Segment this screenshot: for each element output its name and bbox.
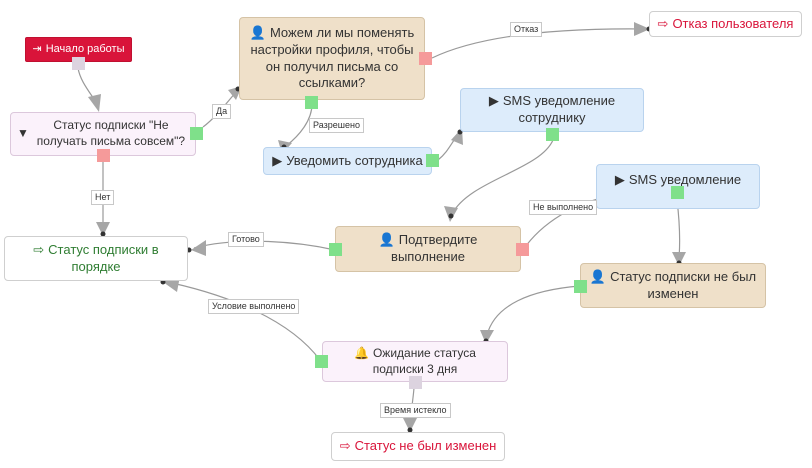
edge-label-allowed: Разрешено <box>309 118 364 133</box>
port-filter-yes[interactable] <box>190 127 203 140</box>
node-notify-employee[interactable]: ▶ Уведомить сотрудника <box>263 147 432 175</box>
edge-label-condition-met: Условие выполнено <box>208 299 300 314</box>
node-filter-label: Статус подписки "Не получать письма совс… <box>36 118 186 148</box>
edge-start-filter <box>77 67 101 112</box>
node-notify-label: Уведомить сотрудника <box>286 152 423 168</box>
edge-label-yes: Да <box>212 104 232 119</box>
sign-in-icon: ⇥ <box>32 43 42 56</box>
node-question-label: Можем ли мы поменять настройки профиля, … <box>250 24 415 91</box>
port-notify-out[interactable] <box>426 154 439 167</box>
port-question-yes[interactable] <box>305 96 318 109</box>
sign-out-icon: ⇨ <box>33 241 45 257</box>
edge-notify-sms1 <box>437 128 463 161</box>
node-ok-label: Статус подписки в порядке <box>48 241 159 274</box>
port-filter-no[interactable] <box>97 149 110 162</box>
edge-label-no: Нет <box>91 190 115 205</box>
port-wait-expired[interactable] <box>409 376 422 389</box>
port-confirm-notdone[interactable] <box>516 243 529 256</box>
sign-out-icon: ⇨ <box>657 15 669 31</box>
edge-label-time-expired: Время истекло <box>380 403 451 418</box>
play-icon: ▶ <box>614 172 625 187</box>
edge-label-refusal: Отказ <box>510 22 543 37</box>
edge-notchanged-wait <box>480 285 581 344</box>
port-question-no[interactable] <box>419 52 432 65</box>
node-wait-status[interactable]: 🔔Ожидание статуса подписки 3 дня <box>322 341 508 382</box>
port-sms2-out[interactable] <box>671 186 684 199</box>
node-start-label: Начало работы <box>45 43 125 56</box>
bell-icon: 🔔 <box>354 345 369 360</box>
node-confirm[interactable]: 👤Подтвердите выполнение <box>335 226 521 272</box>
play-icon: ▶ <box>272 152 283 168</box>
node-status-ok[interactable]: ⇨Статус подписки в порядке <box>4 236 188 281</box>
port-notchanged-out[interactable] <box>574 280 587 293</box>
node-sms1-label: SMS уведомление сотруднику <box>502 93 616 125</box>
node-reject[interactable]: ⇨ Отказ пользователя <box>649 11 802 37</box>
node-sms-employee[interactable]: ▶SMS уведомление сотруднику <box>460 88 644 132</box>
edge-label-not-done: Не выполнено <box>529 200 598 215</box>
sign-out-icon: ⇨ <box>339 438 351 454</box>
user-icon: 👤 <box>589 268 607 284</box>
node-question-profile[interactable]: 👤Можем ли мы поменять настройки профиля,… <box>239 17 425 100</box>
node-reject-label: Отказ пользователя <box>672 15 794 31</box>
node-filter-status[interactable]: ▼ Статус подписки "Не получать письма со… <box>10 112 196 156</box>
port-start-out[interactable] <box>72 57 85 70</box>
play-icon: ▶ <box>488 93 499 109</box>
node-final[interactable]: ⇨ Статус не был изменен <box>331 432 505 461</box>
node-sms2-label: SMS уведомление <box>628 172 742 187</box>
port-wait-met[interactable] <box>315 355 328 368</box>
port-confirm-done[interactable] <box>329 243 342 256</box>
node-start[interactable]: ⇥ Начало работы <box>25 37 132 62</box>
node-final-label: Статус не был изменен <box>354 438 497 454</box>
edge-sms2-notchanged <box>672 199 686 266</box>
filter-icon: ▼ <box>17 126 29 141</box>
user-icon: 👤 <box>378 232 395 248</box>
node-wait-label: Ожидание статуса подписки 3 дня <box>372 345 476 376</box>
node-confirm-label: Подтвердите выполнение <box>391 232 478 264</box>
edge-label-done: Готово <box>228 232 264 247</box>
user-icon: 👤 <box>249 24 266 40</box>
node-notchanged-label: Статус подписки не был изменен <box>610 268 757 301</box>
port-sms1-out[interactable] <box>546 128 559 141</box>
node-status-not-changed[interactable]: 👤Статус подписки не был изменен <box>580 263 766 308</box>
edge-wait-ok <box>160 276 321 361</box>
